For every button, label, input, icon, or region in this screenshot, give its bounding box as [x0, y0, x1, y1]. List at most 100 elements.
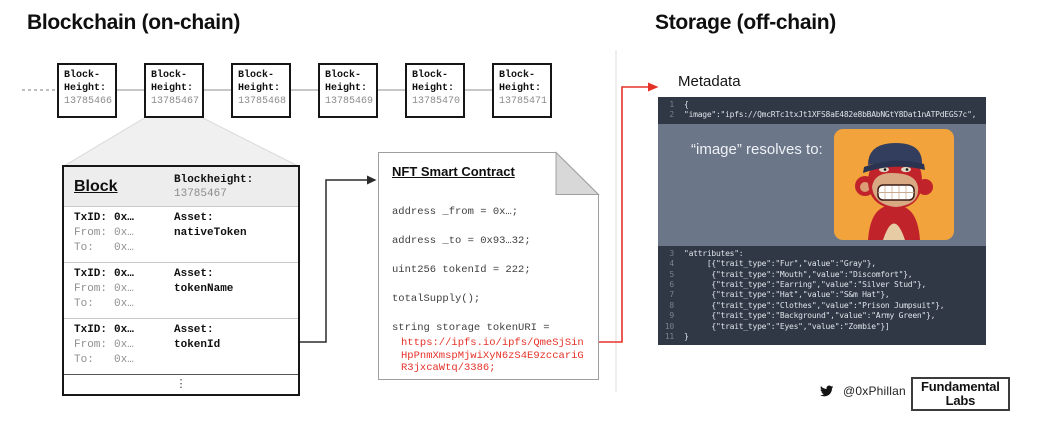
metadata-label: Metadata	[678, 73, 741, 90]
asset-cell: Asset: tokenId	[174, 323, 288, 368]
chain-block: Block- Height: 13785467	[144, 63, 204, 118]
chain-block: Block-Height:13785466	[57, 63, 117, 118]
contract-statements: address _from = 0x…;address _to = 0x93…3…	[392, 206, 590, 334]
blockheight-cell: Blockheight: 13785467	[174, 173, 288, 201]
block-height-value: 13785467	[151, 96, 200, 107]
code-line: 5 {"trait_type":"Mouth","value":"Discomf…	[658, 270, 986, 280]
txid-line: TxID:0x…	[74, 267, 174, 282]
asset-label: Asset:	[174, 324, 214, 336]
block-height-label: Height:	[64, 83, 107, 94]
more-transactions-ellipsis: ⋮	[175, 377, 187, 390]
block-height-value: 13785470	[412, 96, 461, 107]
block-title: Block	[74, 177, 118, 195]
transaction-ids: TxID:0x…From: 0x… To: 0x…	[74, 267, 174, 312]
block-height-label: Block-	[412, 70, 449, 81]
transaction-row: TxID:0x…From: 0x… To: 0x… Asset: tokenName	[64, 263, 298, 319]
chain-block: Block-Height:13785468	[231, 63, 291, 118]
contract-document-shape	[378, 152, 599, 380]
code-text: {"trait_type":"Mouth","value":"Discomfor…	[684, 269, 913, 279]
logo-line-1: Fundamental	[921, 379, 1000, 394]
line-number: 2	[669, 110, 674, 120]
line-number: 4	[669, 259, 674, 269]
txid-label: TxID:	[74, 212, 108, 224]
code-text: "image":"ipfs://QmcRTc1txJt1XFS8aE482e8b…	[684, 110, 977, 120]
to-value: 0x…	[114, 354, 134, 366]
transaction-ids: TxID:0x…From:0x…To:0x…	[74, 323, 174, 368]
block-height-label: Block-	[64, 70, 101, 81]
code-text: {"trait_type":"Hat","value":"S&m Hat"},	[684, 290, 890, 300]
code-text: }	[684, 332, 689, 342]
from-line: From: 0x…	[74, 338, 174, 353]
to-line: To: 0x…	[74, 353, 174, 368]
to-label: To:	[74, 354, 94, 366]
nft-smart-contract-doc: NFT Smart Contract address _from = 0x…;a…	[392, 164, 590, 375]
from-line: From: 0x…	[74, 282, 174, 297]
asset-value: tokenName	[174, 283, 234, 295]
asset-cell: Asset:nativeToken	[174, 211, 288, 256]
line-number: 11	[664, 332, 674, 342]
from-value: 0x…	[114, 283, 134, 295]
code-line: 4 [{"trait_type":"Fur","value":"Gray"},	[658, 259, 986, 269]
code-text: [{"trait_type":"Fur","value":"Gray"},	[684, 259, 876, 269]
chain-block: Block-Height:13785470	[405, 63, 465, 118]
txid-value: 0x…	[114, 212, 134, 224]
from-value: 0x…	[114, 227, 134, 239]
code-line: 8 {"trait_type":"Clothes","value":"Priso…	[658, 301, 986, 311]
twitter-handle: @0xPhillan	[843, 384, 906, 398]
contract-title: NFT Smart Contract	[392, 164, 515, 179]
asset-value: tokenId	[174, 339, 221, 351]
code-line: 11}	[658, 332, 986, 342]
document-dogear-fold	[555, 151, 600, 195]
asset-label: Asset:	[174, 268, 214, 280]
block-height-value: 13785468	[238, 96, 287, 107]
line-number: 8	[669, 300, 674, 310]
to-value: 0x…	[114, 242, 134, 254]
fundamental-labs-logo: Fundamental Labs	[911, 377, 1010, 411]
to-line: To: 0x…	[74, 297, 174, 312]
twitter-credit[interactable]: @0xPhillan	[818, 384, 906, 398]
table-to-contract-arrow	[300, 179, 367, 343]
line-number: 6	[669, 280, 674, 290]
blockheight-label: Blockheight:	[174, 173, 254, 186]
block-detail-table: Block Blockheight: 13785467 TxID:0x…From…	[62, 165, 300, 396]
metadata-json-top: 1{2"image":"ipfs://QmcRTc1txJt1XFS8aE482…	[658, 97, 986, 124]
block-height-label: Height:	[151, 83, 194, 94]
code-text: {	[684, 100, 689, 109]
token-uri-text: https://ipfs.io/ipfs/QmeSjSin	[401, 337, 584, 349]
code-line: 6 {"trait_type":"Earring","value":"Silve…	[658, 280, 986, 290]
from-label: From:	[74, 339, 108, 351]
line-number: 7	[669, 290, 674, 300]
transaction-row: TxID:0x…From:0x…To:0x…Asset:nativeToken	[64, 207, 298, 263]
code-line: 10 {"trait_type":"Eyes","value":"Zombie"…	[658, 322, 986, 332]
image-resolve-band: “image” resolves to:	[658, 123, 986, 246]
to-line: To:0x…	[74, 241, 174, 256]
bored-ape-image	[834, 128, 954, 240]
txid-label: TxID:	[74, 324, 108, 336]
block-height-label: Height:	[325, 83, 368, 94]
from-value: 0x…	[114, 339, 134, 351]
contract-statement: totalSupply();	[392, 293, 481, 305]
contract-statement: address _from = 0x…;	[392, 206, 519, 218]
code-text: {"trait_type":"Eyes","value":"Zombie"}]	[684, 321, 890, 331]
to-label: To:	[74, 298, 94, 310]
block-height-value: 13785469	[325, 96, 374, 107]
table-to-contract-arrowhead	[367, 175, 377, 185]
from-label: From:	[74, 227, 108, 239]
block-height-label: Height:	[238, 83, 281, 94]
block-height-label: Height:	[499, 83, 542, 94]
contract-statement: uint256 tokenId = 222;	[392, 264, 531, 276]
blockheight-value: 13785467	[174, 187, 227, 200]
to-value: 0x…	[114, 298, 134, 310]
from-label: From:	[74, 283, 108, 295]
asset-cell: Asset: tokenName	[174, 267, 288, 312]
asset-value: nativeToken	[174, 227, 247, 239]
code-line: 7 {"trait_type":"Hat","value":"S&m Hat"}…	[658, 290, 986, 300]
code-text: {"trait_type":"Earring","value":"Silver …	[684, 280, 927, 290]
metadata-json-bottom: 3"attributes":4 [{"trait_type":"Fur","va…	[658, 246, 986, 346]
image-resolves-text: “image” resolves to:	[691, 140, 823, 158]
block-height-label: Block-	[151, 70, 188, 81]
